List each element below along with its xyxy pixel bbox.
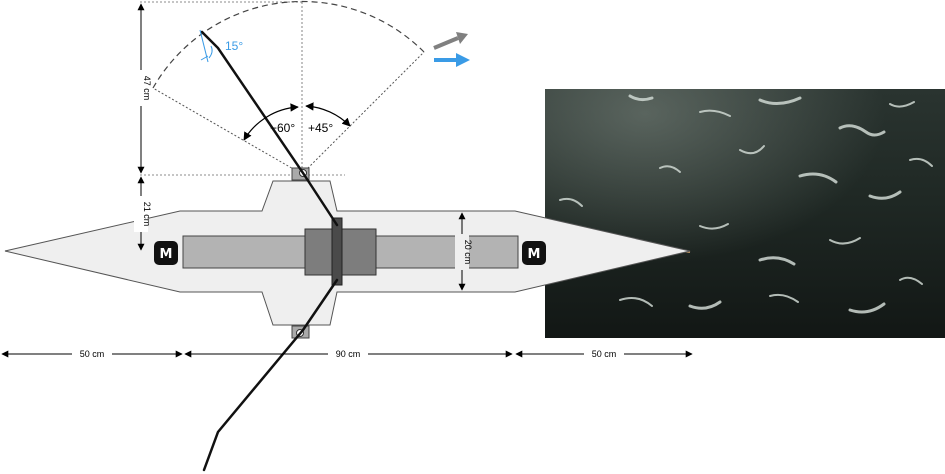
svg-text:−60°: −60° bbox=[270, 121, 295, 135]
svg-text:+45°: +45° bbox=[308, 121, 333, 135]
flow-arrow-blue bbox=[434, 53, 470, 67]
underwater-photo bbox=[545, 89, 945, 338]
svg-text:15°: 15° bbox=[225, 39, 243, 53]
water-reflections bbox=[559, 94, 933, 314]
svg-text:21 cm: 21 cm bbox=[142, 202, 152, 227]
dim-20cm: 20 cm bbox=[455, 212, 473, 291]
svg-text:M: M bbox=[528, 247, 541, 262]
dim-47cm: 47 cm bbox=[134, 3, 152, 174]
dim-50cm-rear: 50 cm bbox=[515, 348, 693, 360]
sweep-arc bbox=[152, 0, 425, 89]
svg-text:20 cm: 20 cm bbox=[463, 240, 473, 265]
svg-text:50 cm: 50 cm bbox=[80, 349, 105, 359]
motor-right: M bbox=[522, 241, 546, 265]
svg-text:M: M bbox=[160, 247, 173, 262]
flow-arrow-gray bbox=[433, 32, 468, 50]
svg-text:47 cm: 47 cm bbox=[142, 76, 152, 101]
svg-text:50 cm: 50 cm bbox=[592, 349, 617, 359]
dim-50cm-front: 50 cm bbox=[1, 348, 183, 360]
angle-arc-positive: +45° bbox=[305, 102, 351, 135]
clamp-bar bbox=[331, 217, 343, 286]
motor-left: M bbox=[154, 241, 178, 265]
dim-90cm-middle: 90 cm bbox=[184, 348, 513, 360]
fin-tilt-annotation: 15° bbox=[199, 29, 243, 63]
angle-arc-negative: −60° bbox=[243, 103, 299, 141]
dim-21cm: 21 cm bbox=[134, 176, 152, 251]
svg-text:90 cm: 90 cm bbox=[336, 349, 361, 359]
